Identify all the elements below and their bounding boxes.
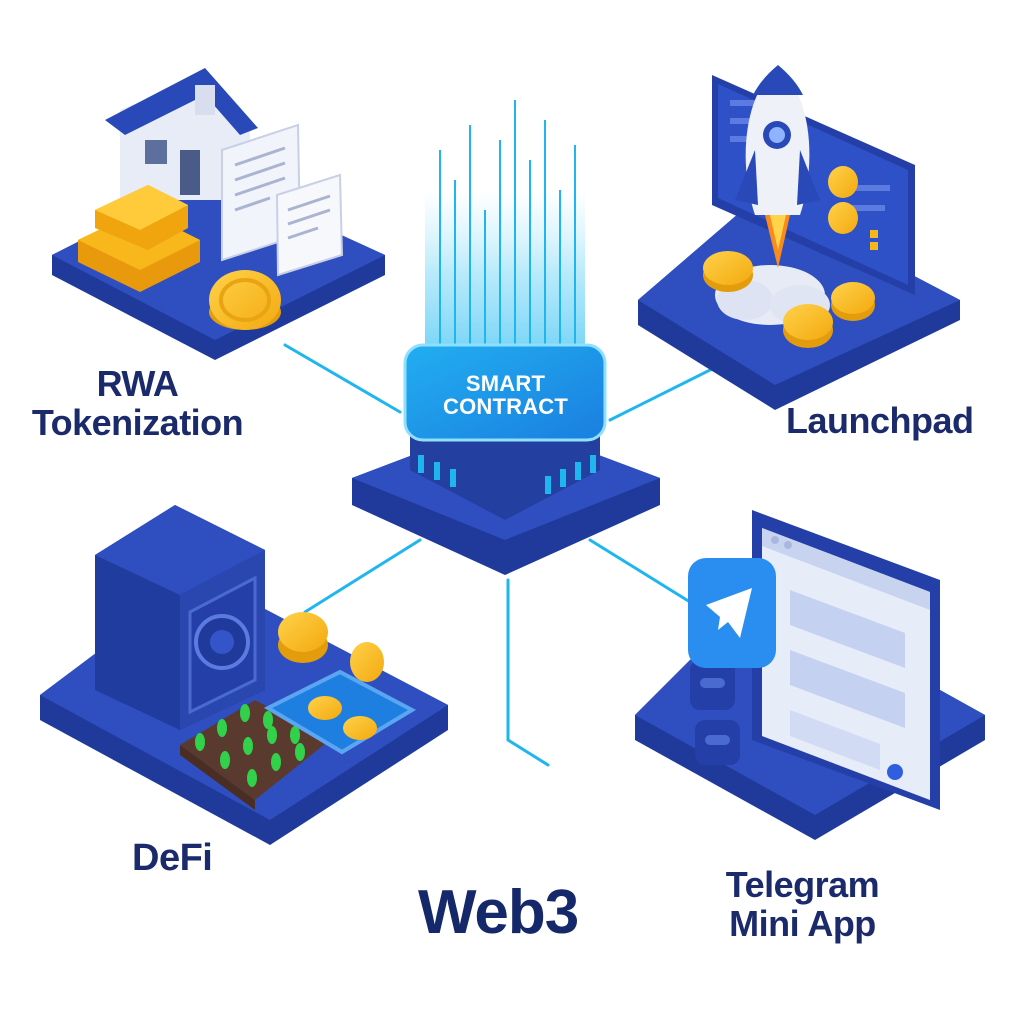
defi-label: DeFi [132, 837, 213, 879]
coin-icon [209, 270, 281, 330]
connector-lines [283, 343, 722, 767]
telegram-label-line1: Telegram [725, 864, 880, 905]
smart-contract-line1: SMART [465, 371, 546, 396]
chat-window-icon [752, 510, 940, 810]
smart-contract-node [352, 343, 660, 575]
connector-rwa [283, 343, 402, 414]
smart-contract-label: SMART CONTRACT [418, 372, 593, 418]
connector-telegram [588, 538, 692, 604]
telegram-side-buttons [690, 660, 740, 765]
coin-icon [278, 612, 384, 740]
gold-bars-icon [78, 185, 200, 292]
launchpad-node [638, 65, 960, 410]
telegram-label-line2: Mini App [729, 902, 876, 944]
telegram-mini-app-node [635, 510, 985, 840]
rwa-tokenization-node [52, 68, 385, 360]
server-vents [418, 455, 596, 494]
telegram-mini-app-label: Telegram Mini App [705, 864, 900, 944]
rwa-label-line1: RWA [96, 363, 179, 404]
connector-web3 [506, 578, 550, 767]
telegram-icon [688, 558, 776, 668]
defi-node [40, 505, 448, 845]
safe-vault-icon [95, 505, 265, 730]
connector-launchpad [608, 363, 722, 422]
coin-icon [703, 166, 875, 348]
web3-title: Web3 [418, 878, 579, 947]
launchpad-label: Launchpad [786, 400, 974, 441]
rwa-tokenization-label: RWA Tokenization [30, 363, 245, 443]
rwa-label-line2: Tokenization [31, 401, 244, 443]
plant-field-icon [180, 700, 330, 810]
document-icon [221, 123, 344, 277]
connector-defi [303, 538, 422, 614]
smart-contract-line2: CONTRACT [442, 394, 569, 420]
house-icon [105, 68, 258, 200]
